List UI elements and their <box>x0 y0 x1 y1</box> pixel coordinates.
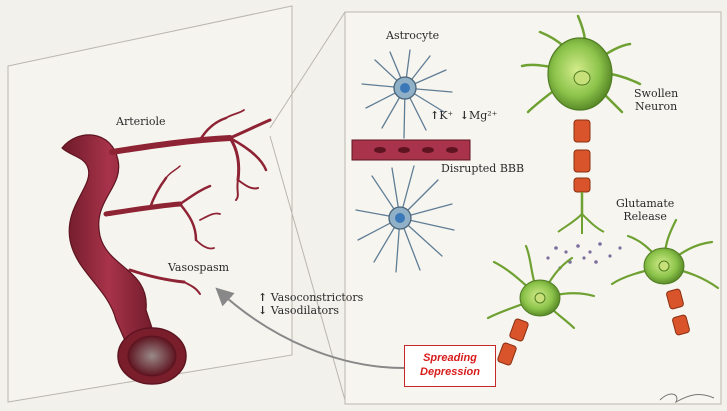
down-arrow-icon: ↓ <box>460 109 469 122</box>
down-arrow-icon: ↓ <box>258 304 267 317</box>
neuron-label: Neuron <box>634 101 678 114</box>
up-arrow-icon: ↑ <box>430 109 439 122</box>
up-arrow-icon: ↑ <box>258 291 267 304</box>
depression-label: Depression <box>420 366 480 380</box>
glutamate-label: Glutamate <box>616 198 674 211</box>
disrupted-bbb-label: Disrupted BBB <box>441 163 524 176</box>
glutamate-release-label: Glutamate Release <box>616 198 674 223</box>
arteriole-label: Arteriole <box>116 116 166 129</box>
vasoactive-legend: ↑ Vasoconstrictors ↓ Vasodilators <box>258 292 363 317</box>
swollen-neuron-label: Swollen Neuron <box>634 88 678 113</box>
ion-flux-label: ↑K⁺ ↓Mg²⁺ <box>430 110 498 123</box>
bbb-vessel <box>352 140 470 160</box>
spreading-depression-callout: Spreading Depression <box>404 345 496 387</box>
vasodilators-label: Vasodilators <box>271 304 339 317</box>
astrocyte-label: Astrocyte <box>386 30 439 43</box>
vasospasm-label: Vasospasm <box>168 262 229 275</box>
potassium-label: K⁺ <box>439 109 453 122</box>
spreading-label: Spreading <box>423 352 477 366</box>
release-label: Release <box>616 211 674 224</box>
vasoconstrictors-label: Vasoconstrictors <box>271 291 364 304</box>
swollen-label: Swollen <box>634 88 678 101</box>
vasodilators-row: ↓ Vasodilators <box>258 305 363 318</box>
magnesium-label: Mg²⁺ <box>469 109 498 122</box>
